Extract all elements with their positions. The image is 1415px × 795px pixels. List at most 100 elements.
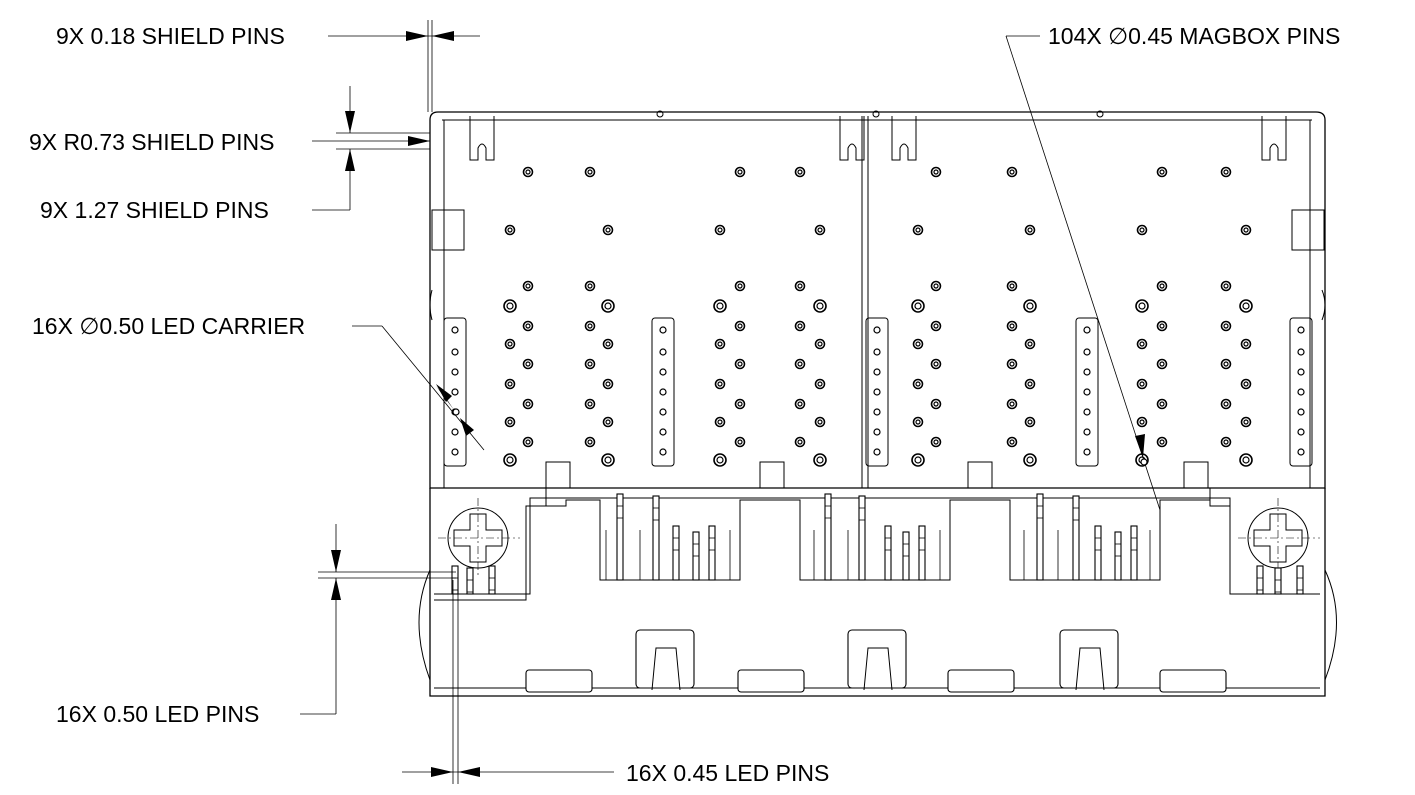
magbox-pin-hole <box>1136 378 1148 390</box>
led-carrier-holes <box>451 326 1305 456</box>
dim-shield-018 <box>328 20 480 112</box>
callout-led-carrier: 16X ∅0.50 LED CARRIER <box>32 313 305 339</box>
magbox-pin-hole <box>734 398 746 410</box>
led-carrier-hole <box>659 388 667 396</box>
led-carrier-hole <box>659 408 667 416</box>
magbox-pin-hole <box>602 378 614 390</box>
magbox-pin-hole <box>1156 320 1168 332</box>
led-pin-lead <box>466 567 474 595</box>
led-pin-lead <box>1094 525 1102 581</box>
led-carrier-hole <box>1297 428 1305 436</box>
led-pin-lead <box>1036 493 1044 581</box>
magbox-pin-hole <box>794 320 806 332</box>
magbox-pin-hole <box>813 453 827 467</box>
led-pin-lead <box>1072 495 1080 581</box>
magbox-pin-hole <box>522 358 534 370</box>
magbox-pin-hole <box>714 416 726 428</box>
magbox-pin-hole <box>1220 436 1232 448</box>
led-carrier-hole <box>1297 448 1305 456</box>
magbox-pin-hole <box>734 280 746 292</box>
led-carrier-hole <box>659 368 667 376</box>
led-pin-lead <box>616 493 624 581</box>
magbox-pin-hole <box>714 338 726 350</box>
magbox-pin-hole <box>794 358 806 370</box>
led-carrier-hole <box>1083 348 1091 356</box>
dim-led-045 <box>402 580 614 784</box>
callout-shield-pins-127: 9X 1.27 SHIELD PINS <box>40 197 269 223</box>
callout-shield-pins-018: 9X 0.18 SHIELD PINS <box>56 23 285 49</box>
led-carrier-hole <box>873 368 881 376</box>
led-pin-lead <box>1296 565 1304 595</box>
dim-led-050 <box>300 524 456 715</box>
led-pin-lead <box>692 531 700 581</box>
magbox-pin-hole <box>1024 378 1036 390</box>
led-carrier-hole <box>873 388 881 396</box>
magbox-pin-hole <box>584 280 596 292</box>
magbox-pin-hole <box>1136 224 1148 236</box>
led-carrier-hole <box>451 448 459 456</box>
magbox-pin-hole <box>912 378 924 390</box>
magbox-pin-hole <box>601 453 615 467</box>
magbox-pin-hole <box>503 453 517 467</box>
magbox-pin-hole <box>1136 416 1148 428</box>
magbox-pin-hole <box>814 378 826 390</box>
led-carrier-hole <box>873 448 881 456</box>
magbox-pin-hole <box>714 224 726 236</box>
led-pin-lead <box>672 525 680 581</box>
led-carrier-hole <box>1297 408 1305 416</box>
led-carrier-hole <box>451 326 459 334</box>
magbox-pin-hole <box>794 398 806 410</box>
led-pin-lead <box>918 525 926 581</box>
magbox-pin-hole <box>930 166 942 178</box>
callout-shield-pins-r073: 9X R0.73 SHIELD PINS <box>29 129 274 155</box>
magbox-pin-hole <box>504 378 516 390</box>
led-carrier-hole <box>873 428 881 436</box>
magbox-pin-hole <box>734 358 746 370</box>
led-carrier-hole <box>1297 388 1305 396</box>
magbox-pin-hole <box>1006 320 1018 332</box>
led-carrier-hole <box>1083 368 1091 376</box>
magbox-pin-hole <box>584 166 596 178</box>
led-pin-lead <box>1114 531 1122 581</box>
magbox-pin-hole <box>504 224 516 236</box>
led-pin-lead <box>652 495 660 581</box>
magbox-pin-hole <box>1239 453 1253 467</box>
magbox-pin-holes <box>503 166 1253 467</box>
magbox-pin-hole <box>734 166 746 178</box>
magbox-pin-hole <box>1220 358 1232 370</box>
magbox-pin-hole <box>584 358 596 370</box>
led-carrier-hole <box>873 348 881 356</box>
magbox-pin-hole <box>734 436 746 448</box>
led-carrier-hole <box>451 428 459 436</box>
led-pin-lead <box>1256 565 1264 595</box>
led-carrier-hole <box>659 348 667 356</box>
magbox-pin-hole <box>930 398 942 410</box>
magbox-pin-hole <box>1156 436 1168 448</box>
magbox-pin-hole <box>930 320 942 332</box>
screw-right <box>1238 498 1320 578</box>
magbox-pin-hole <box>794 166 806 178</box>
screw-left <box>438 498 520 578</box>
magbox-pin-hole <box>794 280 806 292</box>
led-carrier-hole <box>1083 388 1091 396</box>
magbox-pin-hole <box>1156 358 1168 370</box>
magbox-pin-hole <box>602 224 614 236</box>
magbox-pin-hole <box>814 224 826 236</box>
magbox-pin-hole <box>794 436 806 448</box>
magbox-pin-hole <box>1240 338 1252 350</box>
led-carrier-hole <box>451 388 459 396</box>
led-pin-lead <box>1130 525 1138 581</box>
magbox-pin-hole <box>1024 224 1036 236</box>
led-pin-leads <box>451 493 1304 595</box>
magbox-pin-hole <box>1239 299 1253 313</box>
magbox-pin-hole <box>584 320 596 332</box>
magbox-pin-hole <box>522 436 534 448</box>
led-carrier-hole <box>1297 348 1305 356</box>
led-carrier-hole <box>659 428 667 436</box>
magbox-pin-hole <box>504 338 516 350</box>
callout-led-pins-045: 16X 0.45 LED PINS <box>626 760 829 786</box>
magbox-pin-hole <box>1024 338 1036 350</box>
dim-shield-r073 <box>312 86 430 211</box>
magbox-pin-hole <box>602 338 614 350</box>
